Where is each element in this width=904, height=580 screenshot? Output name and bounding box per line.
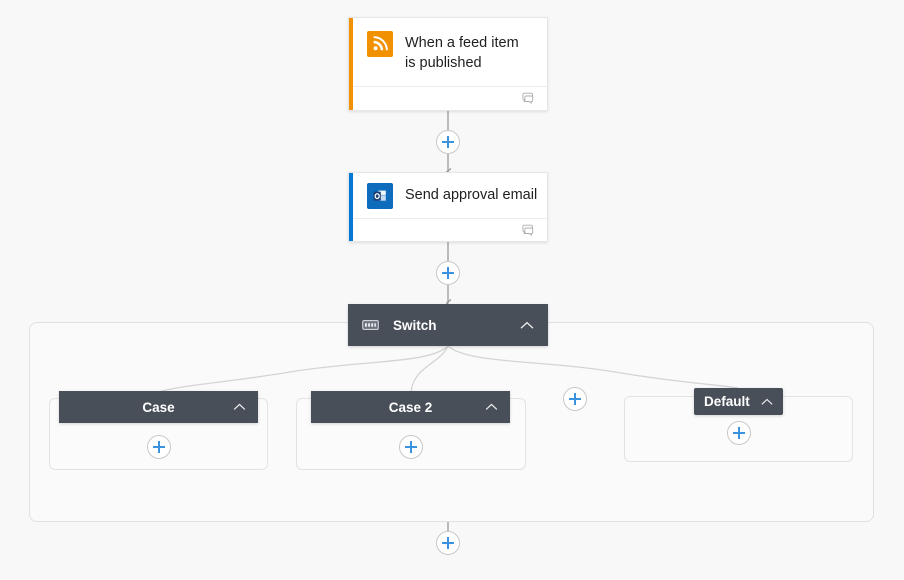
case-2-node-header[interactable]: Case 2 <box>311 391 510 423</box>
add-case-button[interactable] <box>563 387 587 411</box>
action-card-body: Send approval email <box>349 173 547 218</box>
switch-node-label: Switch <box>393 317 437 333</box>
default-node-header[interactable]: Default <box>694 388 783 415</box>
chevron-up-icon[interactable] <box>233 403 246 411</box>
action-accent-bar <box>349 173 353 241</box>
add-action-to-case-1-button[interactable] <box>147 435 171 459</box>
outlook-icon <box>367 183 393 209</box>
add-action-to-default-button[interactable] <box>727 421 751 445</box>
action-card-footer <box>349 218 547 242</box>
add-action-to-case-2-button[interactable] <box>399 435 423 459</box>
comment-icon[interactable] <box>521 224 535 242</box>
add-step-after-switch-button[interactable] <box>436 531 460 555</box>
chevron-up-icon[interactable] <box>761 398 773 406</box>
add-step-after-email-button[interactable] <box>436 261 460 285</box>
add-step-after-trigger-button[interactable] <box>436 130 460 154</box>
trigger-card-title: When a feed item is published <box>405 35 519 71</box>
comment-icon[interactable] <box>521 92 535 110</box>
trigger-card-footer <box>349 86 547 110</box>
trigger-card-when-a-feed-item-is-published[interactable]: When a feed item is published <box>348 17 548 111</box>
action-card-title: Send approval email <box>405 187 538 203</box>
chevron-up-icon[interactable] <box>485 403 498 411</box>
case-2-label: Case 2 <box>388 399 433 415</box>
trigger-accent-bar <box>349 18 353 110</box>
action-card-send-approval-email[interactable]: Send approval email <box>348 172 548 242</box>
rss-icon <box>367 31 393 57</box>
trigger-card-body: When a feed item is published <box>349 18 547 86</box>
switch-icon <box>362 319 379 331</box>
case-1-node-header[interactable]: Case <box>59 391 258 423</box>
case-1-label: Case <box>142 399 175 415</box>
default-label: Default <box>704 394 750 409</box>
switch-node-header[interactable]: Switch <box>348 304 548 346</box>
chevron-up-icon[interactable] <box>520 321 534 330</box>
